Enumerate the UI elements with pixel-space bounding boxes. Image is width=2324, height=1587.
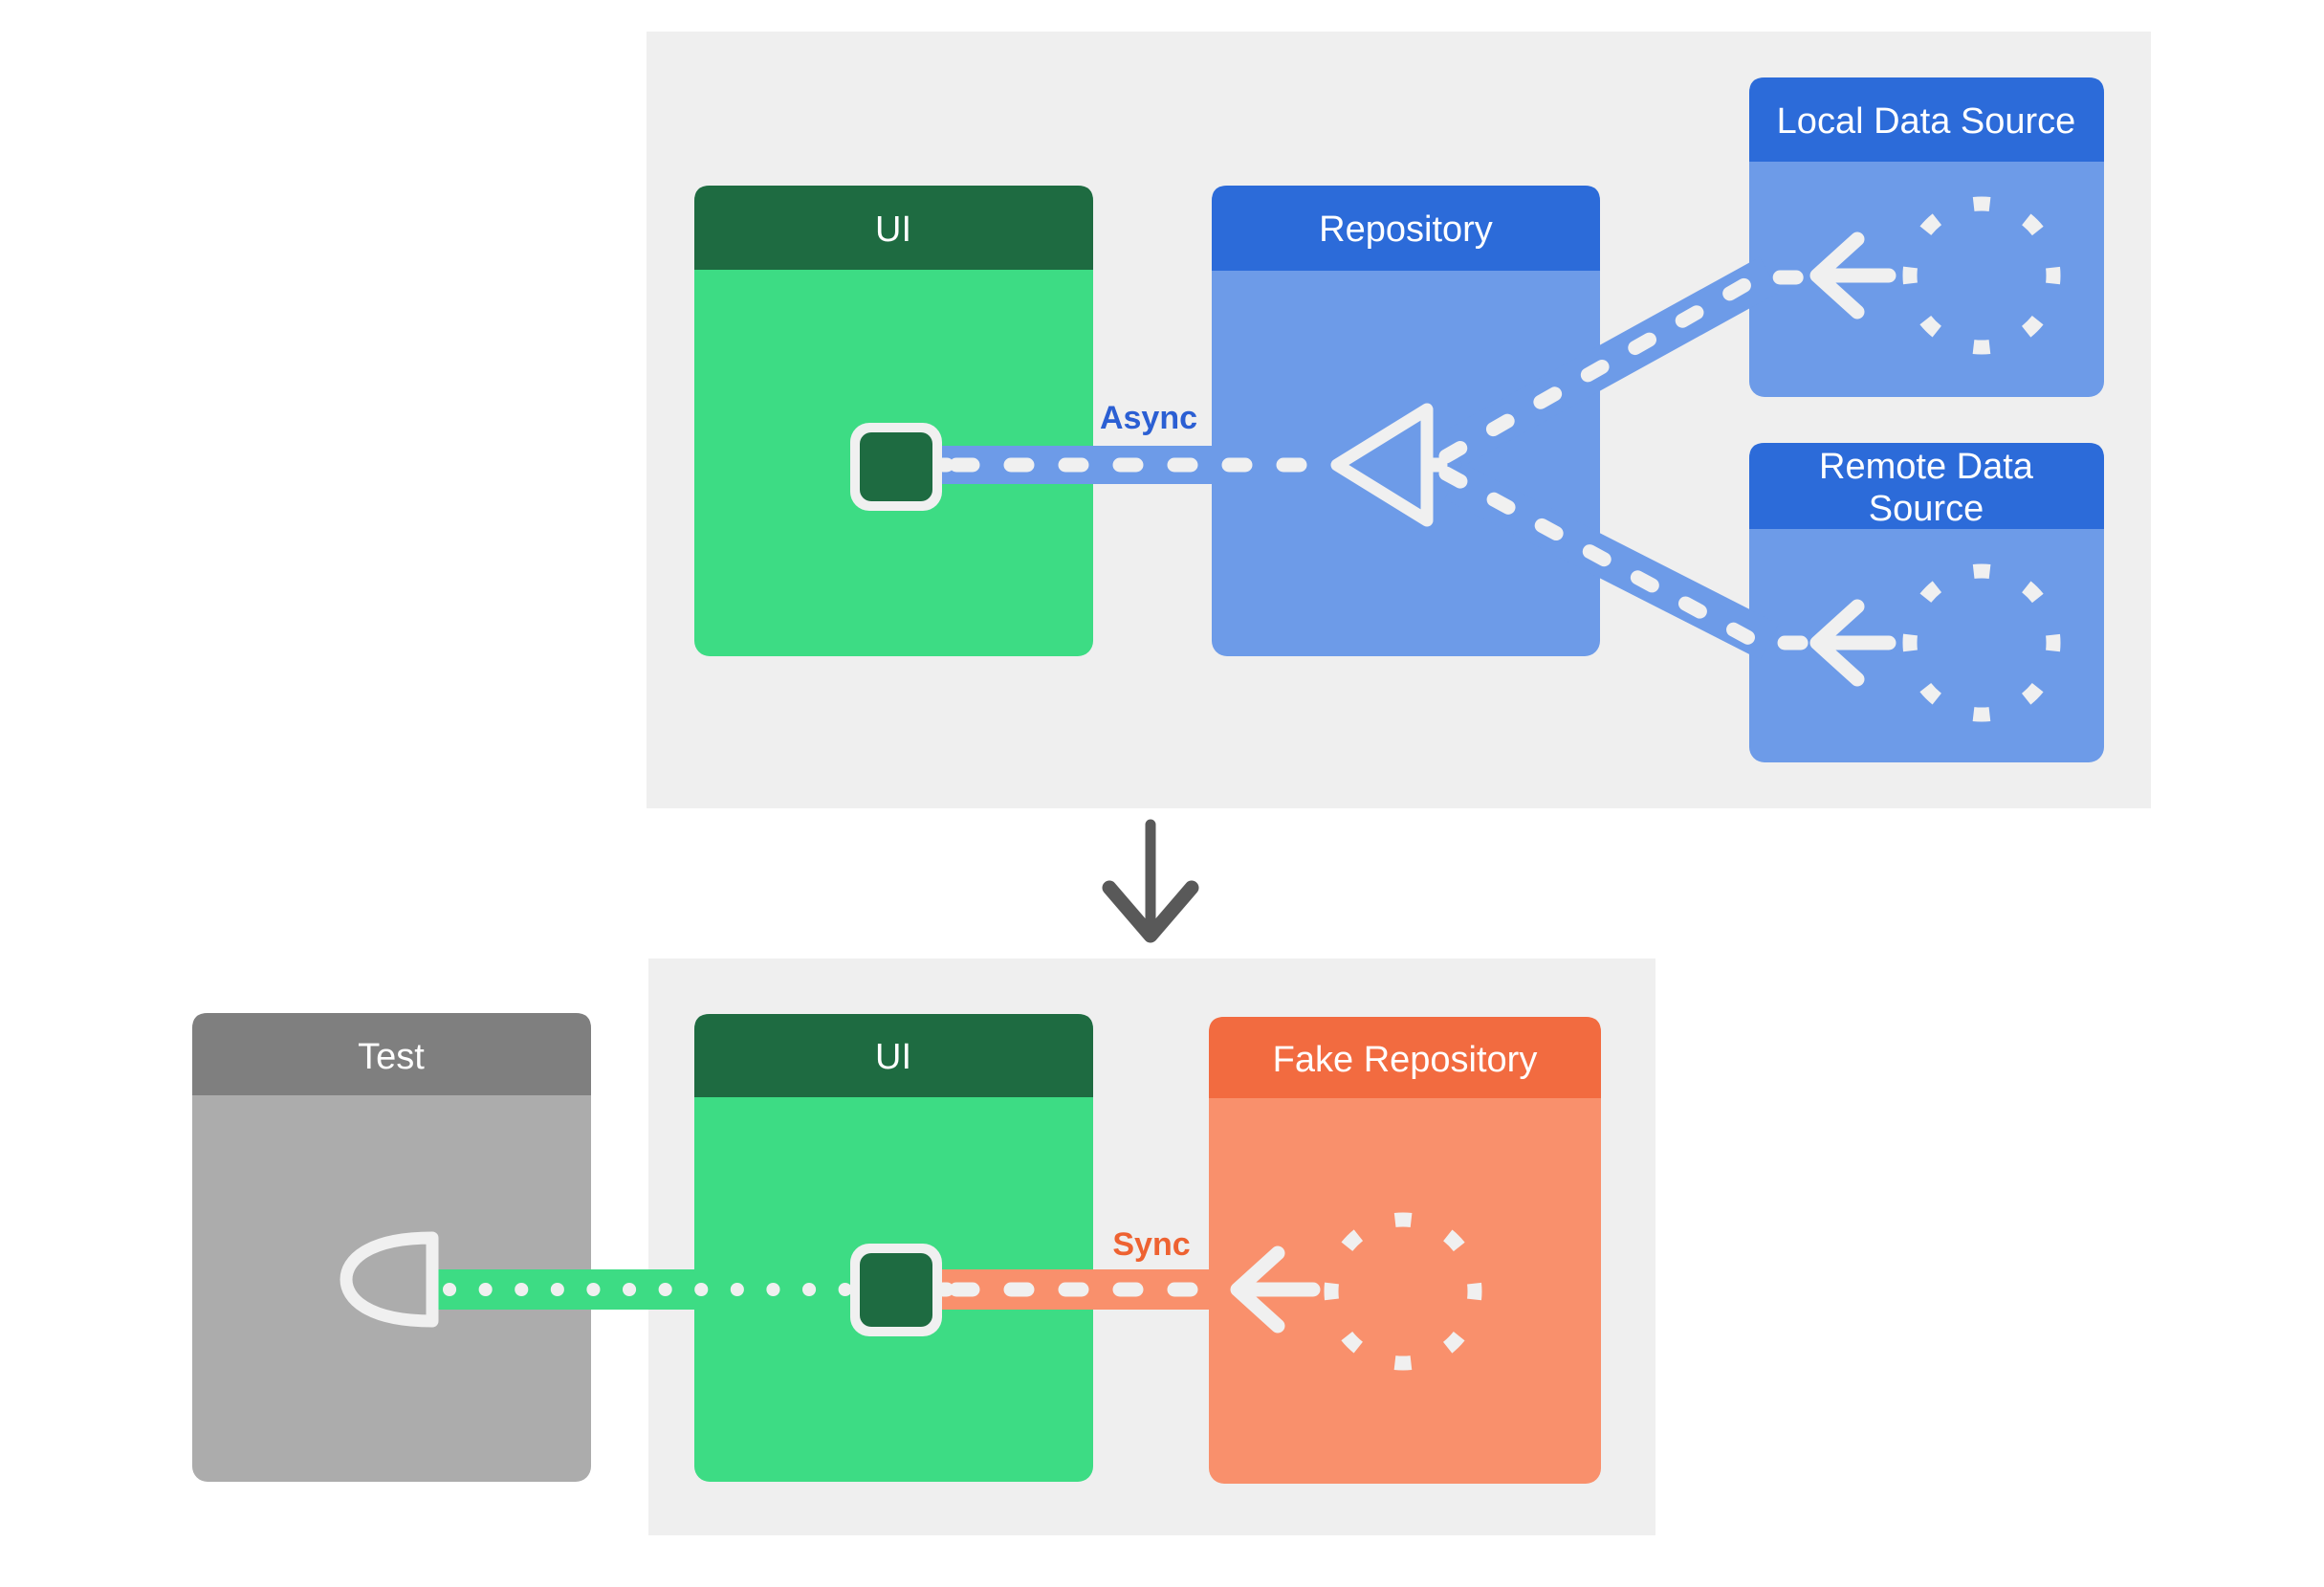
dashed-circle-icon xyxy=(1902,563,2061,722)
ui-box-bottom-label: UI xyxy=(875,1037,911,1077)
repository-box-label: Repository xyxy=(1319,209,1493,250)
down-arrow-head xyxy=(1102,880,1199,943)
down-arrow-icon xyxy=(1102,819,1199,943)
observe-connection-band xyxy=(432,1269,861,1310)
fake-repository-body xyxy=(1209,1017,1601,1484)
ui-box-bottom-header xyxy=(694,1014,1093,1097)
ui-box-top-header xyxy=(694,186,1093,270)
ui-state-square-icon xyxy=(860,432,932,501)
ui-box-top: UI xyxy=(694,186,1093,656)
ui-box-top-label: UI xyxy=(875,209,911,250)
sync-label: Sync xyxy=(1112,1226,1190,1263)
fake-repository-flow xyxy=(1230,1212,1482,1371)
remote-data-source-label-line1: Remote Data xyxy=(1819,447,2034,487)
fake-repository-box: Fake Repository xyxy=(1209,1017,1601,1484)
local-data-source-label: Local Data Source xyxy=(1777,101,2076,142)
remote-data-source-label-line2: Source xyxy=(1869,489,1984,529)
remote-source-flow xyxy=(1809,563,2061,722)
left-arrow-icon xyxy=(1230,1245,1285,1334)
local-data-source-header xyxy=(1749,77,2104,162)
left-arrow-icon xyxy=(1809,231,1865,320)
fake-repository-header xyxy=(1209,1017,1601,1098)
observer-socket-icon xyxy=(340,1231,439,1328)
ui-state-square-icon xyxy=(860,1253,932,1327)
fake-repository-label: Fake Repository xyxy=(1273,1040,1538,1080)
test-box-header xyxy=(192,1013,591,1095)
async-label: Async xyxy=(1100,400,1197,436)
input-port-triangle-icon xyxy=(1330,403,1434,527)
remote-data-source-box: Remote Data Source xyxy=(1749,443,2104,762)
remote-dashed-line xyxy=(1438,466,1819,650)
local-source-flow xyxy=(1809,196,2061,355)
repository-box-header xyxy=(1212,186,1600,271)
local-dashed-line xyxy=(1438,270,1819,464)
remote-data-source-header xyxy=(1749,443,2104,529)
ui-state-square-bottom xyxy=(850,1244,942,1336)
dashed-circle-icon xyxy=(1324,1212,1482,1371)
ui-state-square-top xyxy=(850,423,942,511)
left-arrow-icon xyxy=(1809,599,1865,687)
dashed-circle-icon xyxy=(1902,196,2061,355)
local-data-source-box: Local Data Source xyxy=(1749,77,2104,397)
test-box-label: Test xyxy=(358,1037,425,1077)
ui-box-top-body xyxy=(694,186,1093,656)
